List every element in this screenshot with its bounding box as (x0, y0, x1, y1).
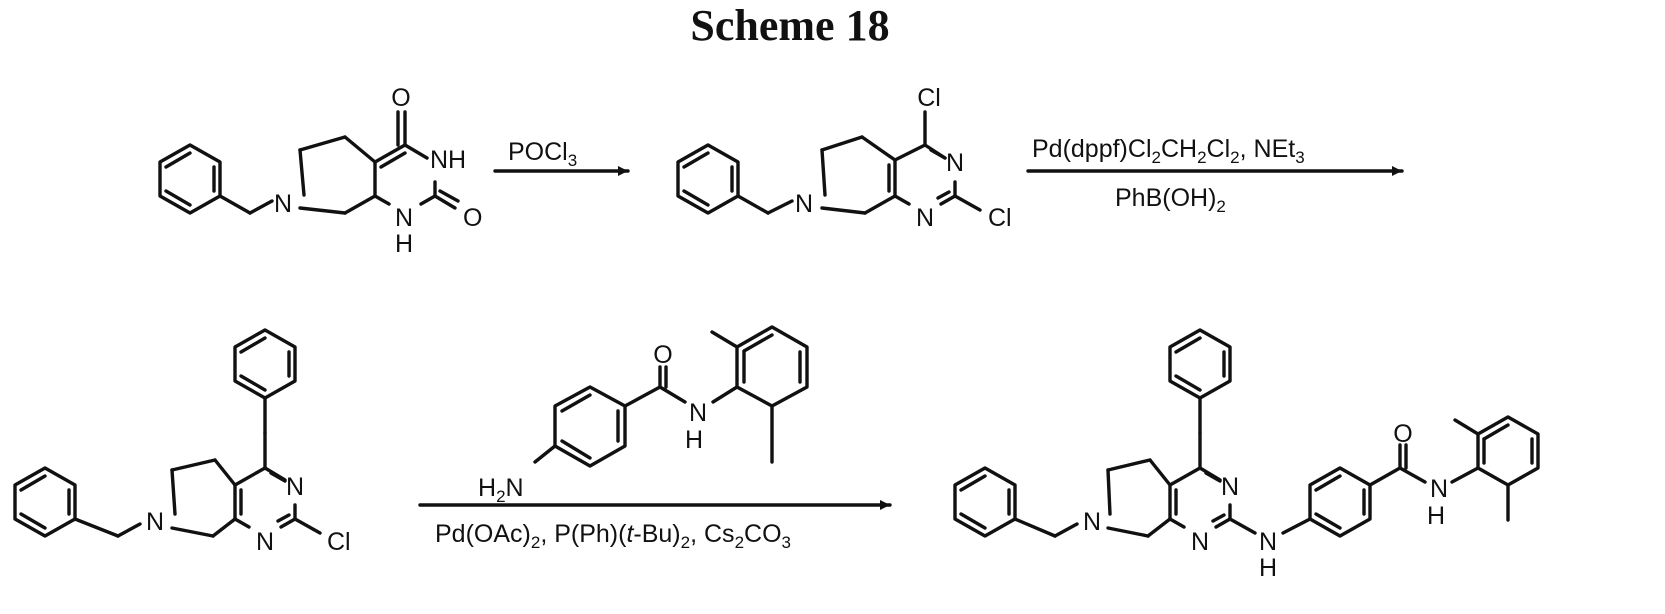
atom-H-amide: H (1427, 502, 1445, 530)
molecule-dichloro: Cl N N Cl N (678, 84, 1012, 232)
atom-N-pip: N (795, 190, 813, 218)
atom-N-pip: N (1083, 508, 1101, 536)
reagent-phb-oh2: PhB(OH)2 (1115, 184, 1226, 216)
atom-N-upper: N (946, 149, 964, 177)
molecule-phenyl-chloro: N N Cl N (15, 330, 351, 556)
atom-N-upper: N (286, 473, 304, 501)
scheme-title: Scheme 18 (690, 1, 889, 50)
atom-Cl: Cl (327, 528, 351, 556)
atom-N-lower: N (1191, 528, 1209, 556)
atom-N-amine: N (1259, 528, 1277, 556)
atom-N-amide: N (1430, 475, 1448, 503)
atom-H: H (395, 230, 413, 258)
atom-O-right: O (463, 204, 482, 232)
reaction-arrow-2: Pd(dppf)Cl2CH2Cl2, NEt3 PhB(OH)2 (1028, 135, 1402, 216)
atom-N-pip: N (274, 190, 292, 218)
reaction-arrow-1: POCl3 (495, 138, 628, 171)
atom-O-top: O (391, 84, 410, 112)
reagent-h2n: H2N (478, 474, 524, 506)
reagent-pocl3: POCl3 (508, 138, 577, 170)
atom-N-ring: N (395, 204, 413, 232)
atom-Cl-right: Cl (988, 204, 1012, 232)
atom-Cl-top: Cl (917, 84, 941, 112)
atom-N-lower: N (256, 528, 274, 556)
atom-NH: N (689, 399, 707, 427)
atom-N-pip: N (146, 508, 164, 536)
reaction-arrow-3: O N H H2N Pd(OAc)2, P(Ph)(t-Bu)2, Cs2CO3 (420, 327, 890, 552)
atom-O: O (653, 341, 672, 369)
atom-H-amine: H (1259, 554, 1277, 582)
atom-H: H (685, 426, 703, 454)
molecule-product: N N N N H O N H (955, 330, 1538, 582)
atom-N-lower: N (916, 204, 934, 232)
reagent-pd-oac: Pd(OAc)2, P(Ph)(t-Bu)2, Cs2CO3 (435, 520, 791, 552)
atom-NH: NH (430, 146, 466, 174)
molecule-dione: O NH O N N H (160, 84, 482, 258)
atom-N-upper: N (1221, 473, 1239, 501)
atom-O-amide: O (1393, 420, 1412, 448)
reagent-pd-dppf: Pd(dppf)Cl2CH2Cl2, NEt3 (1032, 135, 1305, 167)
